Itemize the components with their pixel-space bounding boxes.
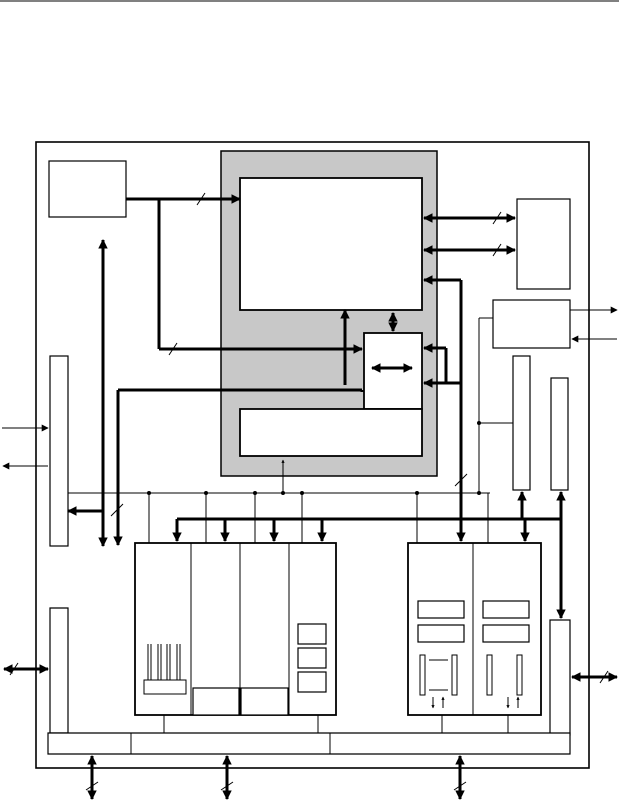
peripheral-reg-1 [297,623,327,645]
peripheral-right-reg-1 [417,600,465,619]
peripheral-right-reg-3 [482,600,530,619]
peripheral-sub-2 [192,687,240,716]
right-bottom-bar [549,619,571,736]
right-io-block [492,299,571,349]
peripheral-reg-3 [297,671,327,693]
core-bottom-unit [239,408,423,457]
peripheral-right-reg-2 [417,624,465,643]
core-main-unit [239,177,423,311]
peripheral-right-reg-4 [482,624,530,643]
core-switch-unit [363,332,423,410]
top-left-block [48,160,127,218]
right-bar-2 [550,377,569,491]
left-bus-bar [49,355,69,547]
peripheral-pins-icon [143,644,187,695]
bottom-base-bus [47,732,571,755]
external-connections [2,306,618,800]
peripheral-reg-2 [297,647,327,669]
right-bar-1 [512,355,531,491]
thick-bus-lines [67,194,566,619]
peripheral-right-pins-icon [419,654,523,709]
right-memory-block [516,198,571,290]
peripheral-sub-3 [240,687,289,716]
bus-width-markers [9,192,609,791]
left-bottom-bar [49,607,69,734]
